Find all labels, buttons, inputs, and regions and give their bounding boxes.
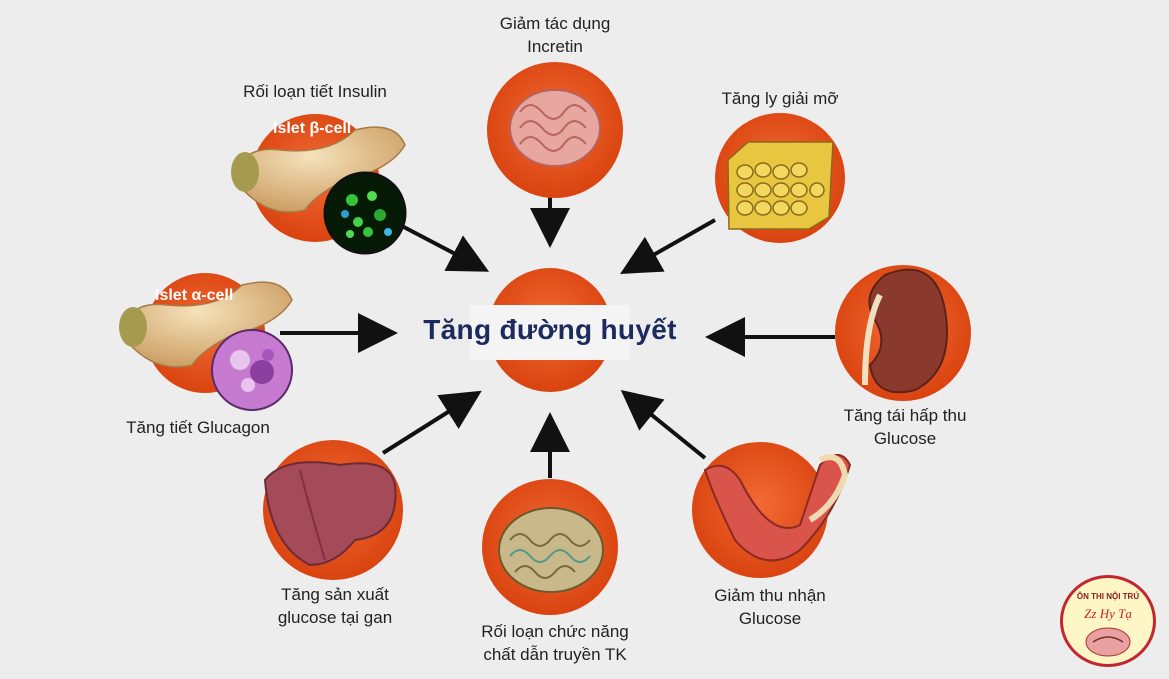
fat-tissue-icon	[727, 141, 834, 230]
logo-top-text: ÔN THI NỘI TRÚ	[1076, 592, 1140, 601]
label-incretin-line1: Giảm tác dụng	[499, 14, 611, 33]
brain-node	[482, 479, 618, 615]
label-insulin-line1: Rối loạn tiết Insulin	[243, 82, 387, 101]
logo-emblem-icon	[1085, 627, 1131, 657]
muscle-node	[692, 442, 852, 578]
pancreas-icon	[231, 126, 406, 213]
label-renal-line2: Glucose	[873, 429, 937, 448]
liver-node	[263, 440, 403, 580]
arrows	[280, 195, 835, 478]
label-incretin-line2: Incretin	[527, 37, 583, 56]
label-lipolysis: Tăng ly giải mỡ	[690, 87, 870, 110]
beta-cell-tag: Islet β-cell	[273, 120, 352, 137]
kidney-icon	[862, 268, 948, 394]
label-insulin: Rối loạn tiết Insulin	[215, 80, 415, 103]
logo-script-text: Zz Hy Tạ	[1084, 606, 1132, 621]
arrow-muscle	[620, 389, 707, 460]
label-renal: Tăng tái hấp thu Glucose	[825, 404, 985, 450]
alpha-cell-node	[119, 273, 293, 411]
label-incretin: Giảm tác dụng Incretin	[470, 12, 640, 58]
center-title: Tăng đường huyết	[423, 314, 677, 345]
label-brain: Rối loạn chức năng chất dẫn truyền TK	[455, 620, 655, 666]
arrow-liver	[381, 390, 482, 455]
label-brain-line1: Rối loạn chức năng	[481, 622, 629, 641]
pancreas-icon-alpha	[119, 281, 293, 368]
liver-icon	[263, 461, 397, 567]
label-glucagon-line1: Tăng tiết Glucagon	[126, 418, 270, 437]
muscle-arm-icon	[703, 454, 852, 562]
intestine-node	[487, 62, 623, 198]
label-liver-line2: glucose tại gan	[277, 608, 393, 627]
beta-cell-micro-icon	[323, 171, 407, 255]
kidney-node	[835, 265, 971, 401]
brain-icon	[498, 507, 604, 593]
label-brain-line2: chất dẫn truyền TK	[483, 645, 627, 664]
beta-cell-node	[231, 114, 407, 255]
label-liver-line1: Tăng sản xuất	[281, 585, 389, 604]
intestine-icon	[509, 89, 601, 167]
label-renal-line1: Tăng tái hấp thu	[843, 406, 967, 425]
alpha-cell-micro-icon	[211, 329, 293, 411]
fat-node	[715, 113, 845, 243]
label-muscle-line1: Giảm thu nhận	[714, 586, 826, 605]
label-muscle-line2: Glucose	[738, 609, 802, 628]
center-circle	[470, 268, 630, 392]
label-liver: Tăng sản xuất glucose tại gan	[255, 583, 415, 629]
label-muscle: Giảm thu nhận Glucose	[690, 584, 850, 630]
alpha-cell-tag: Islet α-cell	[155, 287, 234, 304]
arrow-insulin	[399, 223, 490, 272]
arrow-lipolysis	[620, 218, 716, 274]
label-lipolysis-line1: Tăng ly giải mỡ	[721, 89, 839, 108]
label-glucagon: Tăng tiết Glucagon	[108, 416, 288, 439]
channel-logo: ÔN THI NỘI TRÚ Zz Hy Tạ	[1060, 575, 1156, 667]
